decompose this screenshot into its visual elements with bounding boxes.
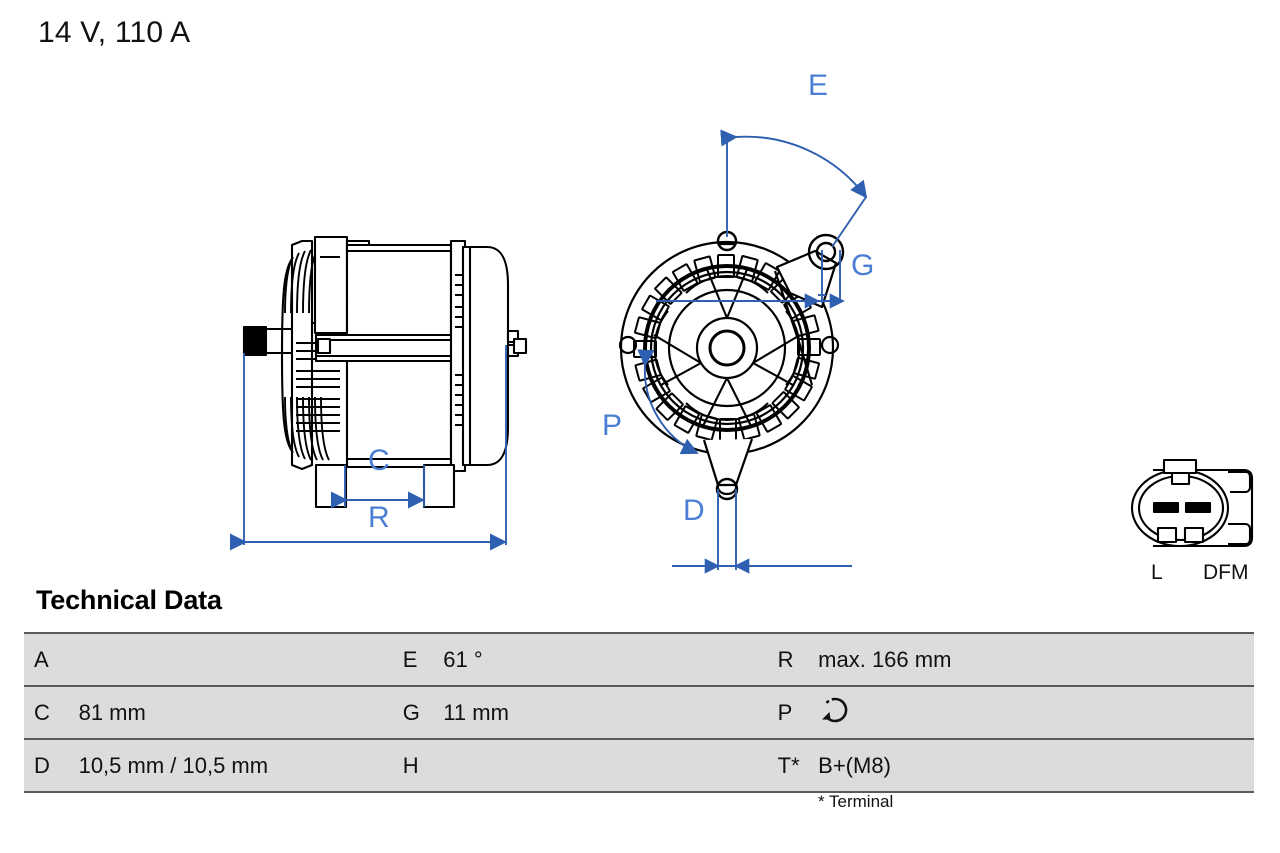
page-title: 14 V, 110 A — [38, 16, 191, 49]
side-view-dimensions — [229, 345, 507, 551]
rotation-ccw-icon — [818, 694, 852, 732]
dimension-label-P: P — [602, 409, 622, 442]
dimension-label-C: C — [368, 444, 390, 477]
dimension-label-G: G — [851, 249, 874, 282]
terminal-footnote: * Terminal — [818, 792, 894, 811]
connector-pin-label-DFM: DFM — [1203, 561, 1249, 584]
technical-data-table: A E 61 ° R max. 166 mm C 81 mm G 11 mm P — [24, 632, 1254, 793]
row-value-C: 81 mm — [68, 685, 393, 739]
row-key-P: P — [767, 685, 809, 739]
row-value-T: B+(M8) — [808, 738, 1254, 793]
technical-data-heading: Technical Data — [36, 585, 222, 615]
alternator-side-view — [242, 235, 528, 509]
row-key-C: C — [24, 685, 69, 739]
row-value-D: 10,5 mm / 10,5 mm — [68, 738, 393, 793]
connector-pin-label-L: L — [1151, 561, 1163, 584]
row-key-E: E — [392, 632, 434, 686]
dimension-label-R: R — [368, 501, 390, 534]
table-row: C 81 mm G 11 mm P — [24, 685, 1254, 739]
front-view-dimensions — [637, 129, 868, 574]
technical-drawings-area: C R — [0, 45, 1280, 585]
table-row: D 10,5 mm / 10,5 mm H T* B+(M8) — [24, 738, 1254, 793]
row-value-G: 11 mm — [433, 685, 768, 739]
row-value-R: max. 166 mm — [808, 632, 1254, 686]
row-value-A — [68, 632, 393, 686]
row-key-A: A — [24, 632, 69, 686]
row-key-T: T* — [767, 738, 809, 793]
row-key-H: H — [392, 738, 434, 793]
table-row: A E 61 ° R max. 166 mm — [24, 632, 1254, 686]
alternator-front-view — [618, 230, 845, 501]
dimension-label-E: E — [808, 69, 828, 102]
row-value-P — [808, 685, 1254, 739]
dimension-label-D: D — [683, 494, 705, 527]
row-key-R: R — [767, 632, 809, 686]
row-key-G: G — [392, 685, 434, 739]
row-value-H — [433, 738, 768, 793]
row-value-E: 61 ° — [433, 632, 768, 686]
connector-plug-diagram — [1130, 458, 1254, 548]
row-key-D: D — [24, 738, 69, 793]
